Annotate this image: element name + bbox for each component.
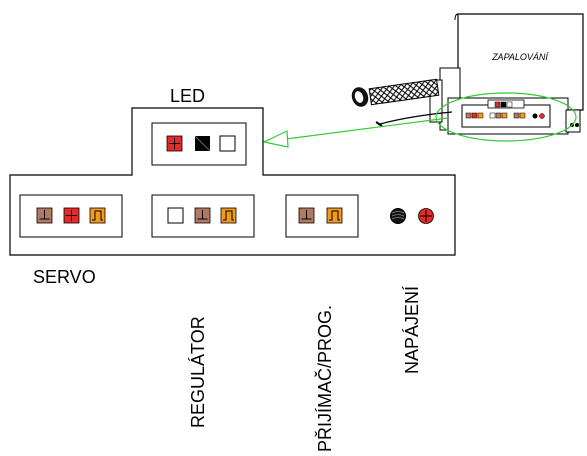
led-socket (151, 122, 247, 166)
regulator-label: REGULÁTOR (188, 316, 208, 428)
signal-pin-icon (326, 207, 343, 224)
plus-pin-icon (166, 135, 183, 152)
ignition-label: ZAPALOVÁNÍ (491, 52, 549, 62)
servo-socket (19, 194, 123, 238)
signal-pin-icon (89, 207, 106, 224)
servo-label: SERVO (33, 267, 96, 287)
plus-terminal-icon (418, 208, 434, 224)
ground-pin-icon (36, 207, 53, 224)
ground-pin-icon (298, 207, 315, 224)
empty-pin-icon (219, 135, 236, 152)
black-pin-icon (194, 135, 211, 152)
signal-pin-icon (220, 207, 237, 224)
receiver-socket (285, 194, 359, 238)
receiver-label: PŘIJÍMAČ/PROG. (314, 305, 335, 452)
power-label: NAPÁJENÍ (402, 286, 422, 374)
plus-pin-icon (63, 207, 80, 224)
braided-cable (368, 78, 440, 106)
led-label: LED (170, 86, 205, 106)
ignition-module: ZAPALOVÁNÍ (351, 13, 584, 142)
minus-terminal-icon (390, 208, 406, 224)
pointer-arrow (262, 117, 449, 148)
mini-pins (465, 101, 579, 127)
highlight-ellipse (435, 92, 577, 142)
power-terminals (390, 208, 434, 224)
ground-pin-icon (194, 207, 211, 224)
regulator-socket (151, 194, 255, 238)
empty-pin-icon (167, 207, 184, 224)
